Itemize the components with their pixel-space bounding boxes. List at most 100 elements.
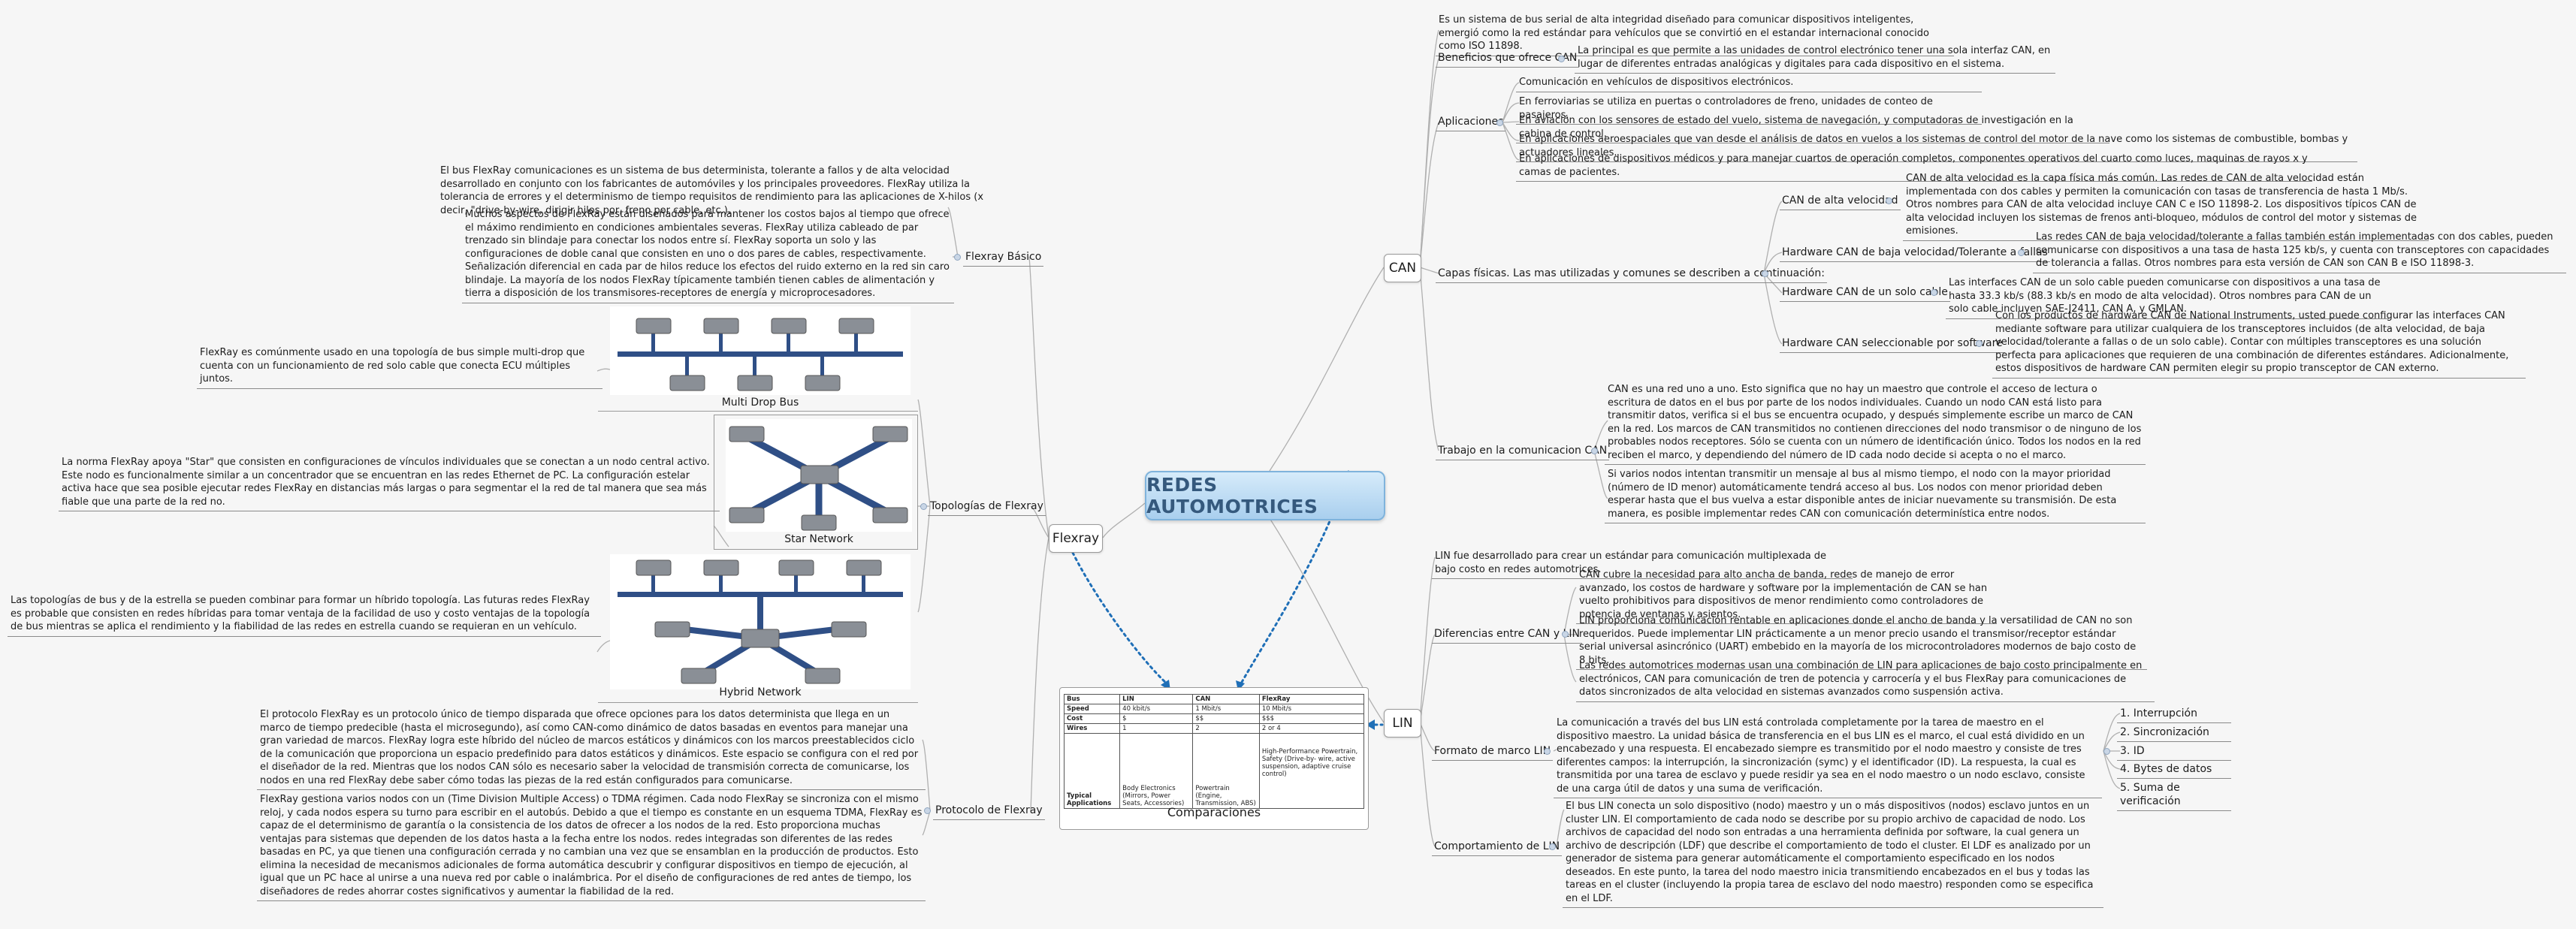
lin-marco-field: 2. Sincronización xyxy=(2117,725,2231,742)
can-capa-label[interactable]: Hardware CAN seleccionable por software xyxy=(1780,336,2005,353)
lin-marco-field: 4. Bytes de datos xyxy=(2117,762,2231,779)
topology-text: La norma FlexRay apoya "Star" que consis… xyxy=(59,455,720,511)
star-network-image xyxy=(726,419,912,532)
cmp-cell xyxy=(1192,733,1260,779)
flexray-topologias-label[interactable]: Topologías de Flexray xyxy=(928,499,1046,516)
cmp-cell: 40 kbit/s xyxy=(1119,704,1194,714)
flexray-basico-label[interactable]: Flexray Básico xyxy=(963,249,1044,267)
collapse-dot[interactable] xyxy=(1976,340,1983,347)
can-aplicacion-item: En aviación con los sensores de estado d… xyxy=(1516,113,2109,143)
cmp-cell: Speed xyxy=(1063,704,1121,714)
topology-frame xyxy=(598,302,918,412)
can-beneficios-text: La principal es que permite a las unidad… xyxy=(1575,44,2055,74)
lin-diferencias-text: CAN cubre la necesidad para alto ancha d… xyxy=(1576,568,1997,624)
collapse-dot[interactable] xyxy=(1496,119,1503,126)
topology-text: FlexRay es comúnmente usado en una topol… xyxy=(197,345,602,389)
flexray-protocolo-label[interactable]: Protocolo de Flexray xyxy=(933,803,1045,820)
cmp-cell: $ xyxy=(1119,713,1194,724)
can-capa-text: Las interfaces CAN de un solo cable pued… xyxy=(1946,276,2389,319)
collapse-dot[interactable] xyxy=(2103,748,2110,755)
topic-can[interactable]: CAN xyxy=(1384,254,1421,282)
cmp-cell: 2 or 4 xyxy=(1258,723,1365,734)
central-topic[interactable]: REDES AUTOMOTRICES xyxy=(1145,471,1385,520)
can-capas-label[interactable]: Capas físicas. Las mas utilizadas y comu… xyxy=(1436,266,1827,283)
lin-diferencias-label[interactable]: Diferencias entre CAN y LIN xyxy=(1432,626,1582,644)
topology-frame xyxy=(714,415,918,550)
can-capa-label[interactable]: Hardware CAN de baja velocidad/Tolerante… xyxy=(1780,245,2050,262)
collapse-dot[interactable] xyxy=(1886,198,1892,204)
collapse-dot[interactable] xyxy=(920,503,927,510)
topology-text: Las topologías de bus y de la estrella s… xyxy=(8,593,601,637)
topology-caption: Multi Drop Bus xyxy=(721,397,799,409)
flexray-protocolo-text: FlexRay gestiona varios nodos con un (Ti… xyxy=(257,792,926,901)
collapse-dot[interactable] xyxy=(924,807,931,814)
cmp-cell: 2 xyxy=(1192,723,1260,734)
cmp-header: CAN xyxy=(1192,694,1260,704)
collapse-dot[interactable] xyxy=(1562,631,1569,638)
cmp-cell: Cost xyxy=(1063,713,1121,724)
cmp-cell: High-Performance Powertrain, Safety (Dri… xyxy=(1258,733,1365,779)
lin-marco-field: 5. Suma de verificación xyxy=(2117,780,2231,811)
collapse-dot[interactable] xyxy=(1931,289,1937,296)
cmp-cell: $$ xyxy=(1192,713,1260,724)
topology-caption: Hybrid Network xyxy=(719,686,802,698)
comparaciones-table: Bus LIN CAN FlexRay Speed 40 kbit/s 1 Mb… xyxy=(1063,694,1365,809)
topic-flexray[interactable]: Flexray xyxy=(1049,524,1103,553)
can-aplicaciones-label[interactable]: Aplicaciones xyxy=(1436,114,1506,131)
hybrid-network-image xyxy=(610,554,911,689)
flexray-intro: El bus FlexRay comunicaciones es un sist… xyxy=(440,165,984,216)
collapse-dot[interactable] xyxy=(1762,270,1768,277)
cmp-header: FlexRay xyxy=(1258,694,1365,704)
can-aplicacion-item: En aplicaciones de dispositivos médicos … xyxy=(1516,152,2312,182)
collapse-dot[interactable] xyxy=(1558,56,1565,62)
cmp-cell: Typical Applications xyxy=(1063,778,1121,809)
topic-lin[interactable]: LIN xyxy=(1384,709,1421,737)
cmp-cell: Body Electronics (Mirrors, Power Seats, … xyxy=(1119,778,1194,809)
collapse-dot[interactable] xyxy=(1549,843,1556,850)
can-intro: Es un sistema de bus serial de alta inte… xyxy=(1436,13,1954,56)
flexray-protocolo-text: El protocolo FlexRay es un protocolo úni… xyxy=(257,707,926,790)
collapse-dot[interactable] xyxy=(954,254,961,261)
lin-formato-text: La comunicación a través del bus LIN est… xyxy=(1554,716,2102,798)
lin-comportamiento-label[interactable]: Comportamiento de LIN xyxy=(1432,839,1563,856)
can-capa-label[interactable]: CAN de alta velocidad xyxy=(1780,193,1901,210)
cmp-cell: 1 xyxy=(1119,723,1194,734)
lin-diferencias-text: Las redes automotrices modernas usan una… xyxy=(1576,659,2155,702)
cmp-header: LIN xyxy=(1119,694,1194,704)
multi-drop-bus-image xyxy=(610,306,911,395)
topology-frame xyxy=(598,550,918,703)
can-capa-text: CAN de alta velocidad es la capa física … xyxy=(1903,171,2429,241)
collapse-dot[interactable] xyxy=(2018,249,2025,256)
comparaciones-caption: Comparaciones xyxy=(1167,805,1261,819)
can-trabajo-label[interactable]: Trabajo en la comunicacion CAN xyxy=(1436,443,1610,460)
can-trabajo-text: Si varios nodos intentan transmitir un m… xyxy=(1605,467,2146,523)
cmp-cell: $$$ xyxy=(1258,713,1365,724)
lin-formato-label[interactable]: Formato de marco LIN xyxy=(1432,744,1554,761)
can-trabajo-text: CAN es una red uno a uno. Esto significa… xyxy=(1605,382,2146,465)
cmp-cell: 10 Mbit/s xyxy=(1258,704,1365,714)
cmp-header: Bus xyxy=(1063,694,1121,704)
can-capa-label[interactable]: Hardware CAN de un solo cable xyxy=(1780,285,1950,302)
cmp-cell: Powertrain (Engine, Transmission, ABS) xyxy=(1192,778,1260,809)
lin-marco-field: 1. Interrupción xyxy=(2117,706,2231,723)
can-capa-text: Las redes CAN de baja velocidad/tolerant… xyxy=(2033,230,2566,273)
lin-marco-field: 3. ID xyxy=(2117,744,2231,761)
can-aplicacion-item: Comunicación en vehículos de dispositivo… xyxy=(1516,75,1982,92)
cmp-cell xyxy=(1063,733,1121,779)
lin-diferencias-text: LIN proporciona comunicación rentable en… xyxy=(1576,614,2147,670)
flexray-basico-text: Muchos aspectos de FlexRay están diseñad… xyxy=(462,207,954,303)
can-beneficios-label[interactable]: Beneficios que ofrece CAN xyxy=(1436,50,1580,68)
collapse-dot[interactable] xyxy=(1544,748,1551,755)
cmp-cell: 1 Mbit/s xyxy=(1192,704,1260,714)
lin-intro: LIN fue desarrollado para crear un están… xyxy=(1432,549,1853,579)
can-capa-text: Con los productos de hardware CAN de Nat… xyxy=(1992,309,2526,379)
cmp-cell xyxy=(1258,778,1365,809)
can-aplicacion-item: En ferroviarias se utiliza en puertas o … xyxy=(1516,95,1982,125)
cmp-cell xyxy=(1119,733,1194,779)
can-aplicacion-item: En aplicaciones aeroespaciales que van d… xyxy=(1516,132,2357,162)
lin-comportamiento-text: El bus LIN conecta un solo dispositivo (… xyxy=(1563,799,2103,908)
topology-caption: Star Network xyxy=(784,533,853,545)
cmp-cell: Wires xyxy=(1063,723,1121,734)
collapse-dot[interactable] xyxy=(1591,448,1598,454)
